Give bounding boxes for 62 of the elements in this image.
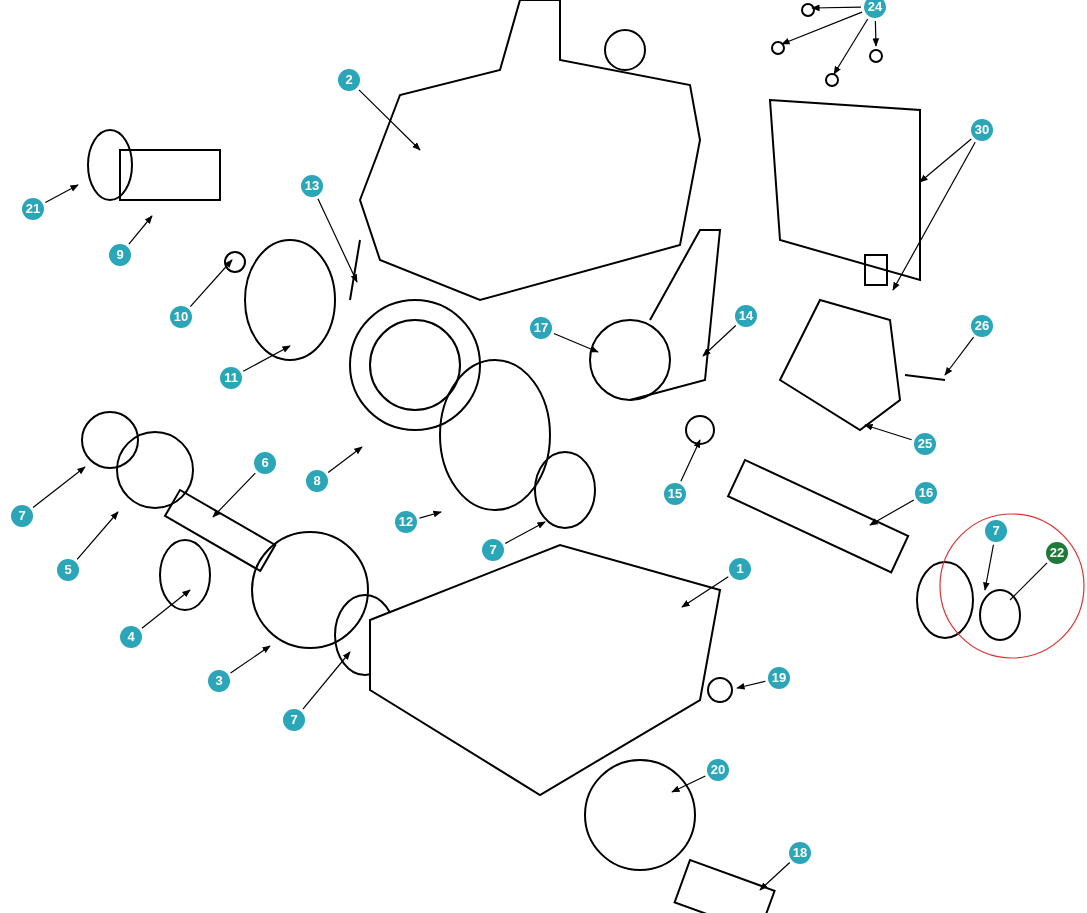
leader-line [671,775,706,793]
leader-line [864,424,913,441]
callout-number: 5 [57,559,79,581]
callout-number: 22 [1046,542,1068,564]
leader-line [418,510,442,519]
leader-line [212,472,256,518]
callout-number: 8 [306,470,328,492]
callout-number: 16 [915,482,937,504]
callout-number: 7 [985,520,1007,542]
callout-number: 11 [220,367,242,389]
leader-line [759,861,791,891]
callout-number: 25 [914,433,936,455]
leader-line [833,18,869,75]
leader-line [128,215,153,245]
leader-line [681,576,729,608]
callout-number: 9 [109,244,131,266]
leader-line [189,259,233,308]
leader-line [944,336,975,376]
callout-number: 21 [22,198,44,220]
leader-line [892,141,976,291]
leader-line [317,198,358,283]
leader-line [983,544,995,591]
leader-line [702,324,737,357]
callout-number: 20 [707,759,729,781]
callout-number: 2 [338,69,360,91]
callout-number: 18 [789,842,811,864]
leader-line [872,20,880,47]
leader-line [358,89,421,151]
callout-number: 1 [729,558,751,580]
leader-line [919,138,972,183]
callout-number: 17 [530,317,552,339]
callout-number: 30 [971,119,993,141]
leader-line [781,11,863,45]
callout-number: 7 [11,505,33,527]
callout-number: 19 [768,667,790,689]
callout-number: 3 [208,670,230,692]
leader-line [229,645,271,674]
leader-line [1009,562,1048,601]
leader-line [736,680,766,690]
leader-line [504,521,546,544]
leader-line [302,651,351,710]
leader-line [32,466,86,508]
callout-number: 13 [301,175,323,197]
leader-line [44,184,79,203]
callout-number: 26 [971,315,993,337]
callout-number: 15 [664,483,686,505]
callout-number: 6 [254,452,276,474]
callout-number: 4 [120,626,142,648]
leader-line [680,439,701,482]
leader-line [869,499,915,526]
callout-number: 14 [735,305,757,327]
leader-line [242,345,291,372]
callout-number: 7 [482,539,504,561]
leader-line [553,332,599,353]
callout-number: 10 [170,306,192,328]
callout-number: 24 [864,0,886,18]
callout-number: 7 [283,709,305,731]
leader-line [327,446,363,474]
leader-line [141,589,191,629]
callout-number: 12 [395,511,417,533]
leader-line [76,511,119,560]
leader-line [811,4,862,12]
